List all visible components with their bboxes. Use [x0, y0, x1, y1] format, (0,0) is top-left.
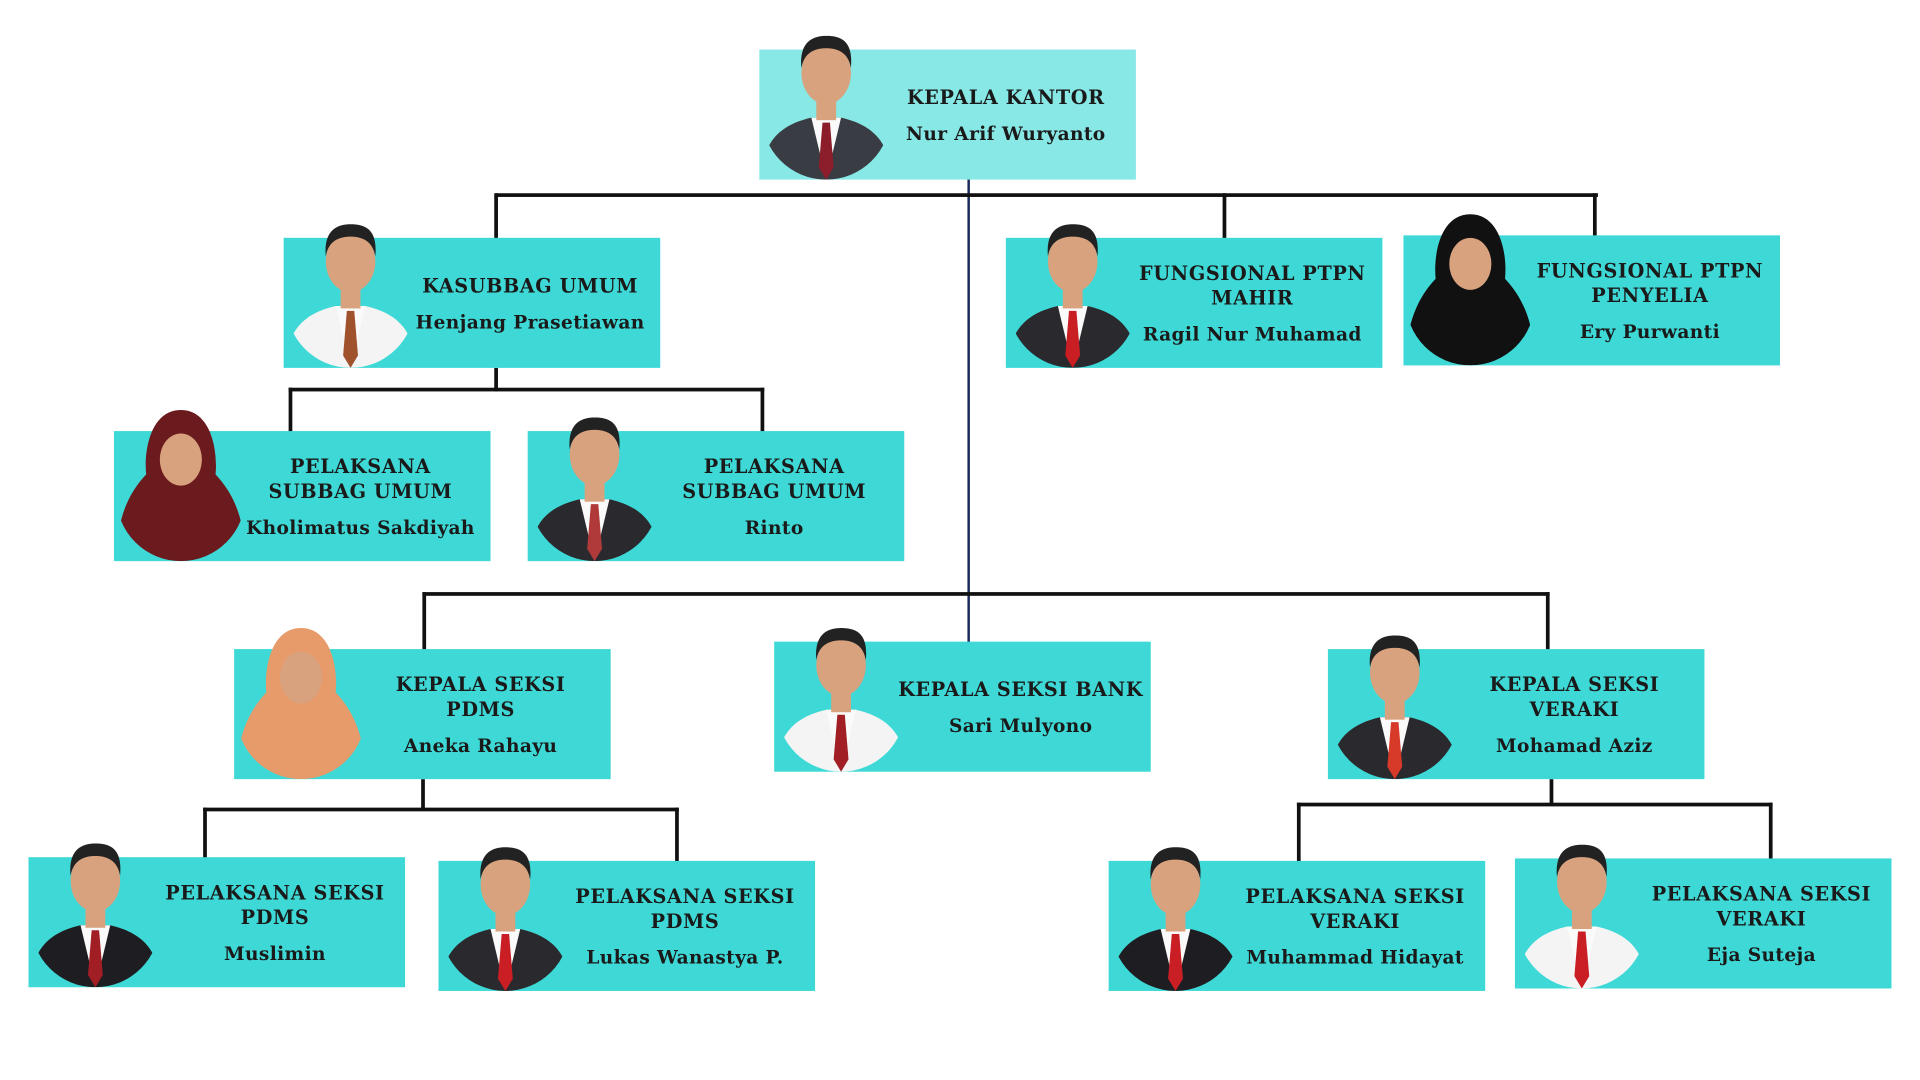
org-node: KEPALA SEKSI VERAKI Mohamad Aziz: [1327, 635, 1705, 780]
node-role: FUNGSIONAL PTPN MAHIR: [1139, 260, 1366, 310]
node-name: Rinto: [744, 515, 804, 539]
avatar-photo: [236, 628, 366, 780]
avatar-photo: [440, 847, 570, 991]
connector: [494, 367, 498, 392]
org-node: PELAKSANA SEKSI VERAKI Eja Suteja: [1514, 844, 1892, 989]
node-name: Henjang Prasetiawan: [415, 310, 645, 333]
connector: [1545, 592, 1550, 651]
org-node: PELAKSANA SEKSI PDMS Muslimin: [28, 843, 406, 988]
connector: [495, 193, 1598, 197]
node-text: PELAKSANA SEKSI PDMS Lukas Wanastya P.: [562, 861, 807, 991]
org-node: FUNGSIONAL PTPN MAHIR Ragil Nur Muhamad: [1005, 224, 1383, 368]
connector: [203, 807, 207, 859]
avatar-photo: [1517, 844, 1647, 989]
connector: [421, 779, 425, 811]
connector: [203, 807, 679, 812]
connector: [1296, 802, 1773, 807]
node-text: KEPALA SEKSI BANK Sari Mulyono: [898, 642, 1143, 772]
node-text: KEPALA SEKSI PDMS Aneka Rahayu: [358, 649, 603, 779]
avatar-photo: [761, 35, 891, 180]
connector: [422, 592, 1550, 596]
node-text: FUNGSIONAL PTPN PENYELIA Ery Purwanti: [1527, 235, 1772, 365]
node-name: Lukas Wanastya P.: [586, 945, 784, 969]
connector: [288, 387, 765, 392]
connector: [288, 387, 293, 433]
node-role: PELAKSANA SEKSI VERAKI: [1245, 883, 1465, 933]
org-node: KEPALA SEKSI BANK Sari Mulyono: [774, 628, 1151, 772]
node-name: Nur Arif Wuryanto: [906, 122, 1106, 145]
node-name: Ragil Nur Muhamad: [1142, 322, 1362, 345]
node-name: Aneka Rahayu: [403, 733, 558, 757]
node-role: PELAKSANA SEKSI VERAKI: [1651, 881, 1872, 930]
connector: [967, 178, 970, 643]
avatar-photo: [30, 843, 160, 988]
node-role: KEPALA SEKSI VERAKI: [1489, 671, 1660, 721]
avatar-photo: [776, 628, 906, 772]
node-text: PELAKSANA SEKSI VERAKI Muhammad Hidayat: [1233, 861, 1478, 991]
node-text: PELAKSANA SEKSI VERAKI Eja Suteja: [1639, 858, 1884, 988]
node-text: KEPALA SEKSI VERAKI Mohamad Aziz: [1452, 649, 1697, 779]
avatar-photo: [1330, 635, 1460, 780]
org-node: PELAKSANA SUBBAG UMUM Kholimatus Sakdiya…: [113, 410, 491, 562]
avatar-photo: [286, 224, 415, 368]
org-node: FUNGSIONAL PTPN PENYELIA Ery Purwanti: [1403, 214, 1781, 366]
node-text: FUNGSIONAL PTPN MAHIR Ragil Nur Muhamad: [1130, 238, 1375, 368]
org-node: PELAKSANA SEKSI PDMS Lukas Wanastya P.: [438, 847, 816, 991]
connector: [675, 807, 679, 863]
avatar-photo: [1111, 847, 1240, 991]
node-text: PELAKSANA SEKSI PDMS Muslimin: [152, 857, 397, 987]
node-name: Muslimin: [224, 942, 326, 965]
connector: [1768, 802, 1773, 860]
node-name: Eja Suteja: [1706, 943, 1817, 966]
node-role: KEPALA SEKSI PDMS: [395, 671, 566, 721]
avatar-photo: [1405, 214, 1535, 366]
connector: [1549, 779, 1554, 806]
node-role: FUNGSIONAL PTPN PENYELIA: [1536, 258, 1764, 307]
connector: [494, 193, 498, 240]
node-name: Mohamad Aziz: [1496, 733, 1653, 757]
node-role: PELAKSANA SEKSI PDMS: [165, 880, 385, 929]
node-name: Sari Mulyono: [948, 714, 1093, 737]
connector: [422, 592, 427, 651]
node-role: PELAKSANA SUBBAG UMUM: [682, 453, 867, 503]
node-role: KEPALA SEKSI BANK: [898, 676, 1144, 701]
connector: [1222, 193, 1227, 240]
connector: [760, 387, 765, 433]
node-text: KEPALA KANTOR Nur Arif Wuryanto: [883, 50, 1128, 180]
org-node: PELAKSANA SUBBAG UMUM Rinto: [527, 417, 905, 562]
org-node: KASUBBAG UMUM Henjang Prasetiawan: [283, 224, 661, 368]
node-role: PELAKSANA SEKSI PDMS: [575, 883, 795, 933]
node-name: Kholimatus Sakdiyah: [246, 515, 475, 539]
node-role: KASUBBAG UMUM: [422, 273, 639, 297]
node-name: Muhammad Hidayat: [1246, 945, 1464, 969]
avatar-photo: [116, 410, 246, 562]
node-text: PELAKSANA SUBBAG UMUM Rinto: [652, 431, 897, 561]
node-text: PELAKSANA SUBBAG UMUM Kholimatus Sakdiya…: [238, 431, 483, 561]
org-node: PELAKSANA SEKSI VERAKI Muhammad Hidayat: [1108, 847, 1486, 991]
org-node: KEPALA KANTOR Nur Arif Wuryanto: [759, 35, 1136, 180]
node-role: KEPALA KANTOR: [906, 84, 1105, 109]
node-role: PELAKSANA SUBBAG UMUM: [268, 453, 453, 503]
avatar-photo: [1008, 224, 1138, 368]
connector: [1296, 802, 1301, 863]
avatar-photo: [530, 417, 659, 562]
org-node: KEPALA SEKSI PDMS Aneka Rahayu: [234, 628, 611, 780]
connector: [1592, 193, 1597, 237]
node-text: KASUBBAG UMUM Henjang Prasetiawan: [408, 238, 653, 368]
node-name: Ery Purwanti: [1579, 320, 1721, 343]
